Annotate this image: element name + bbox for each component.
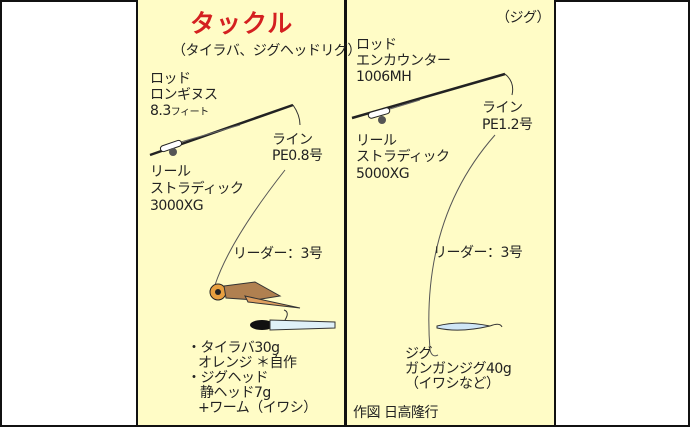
- jighead-worm-icon: [250, 309, 336, 331]
- right-reel-model: 5000XG: [356, 166, 410, 182]
- right-leader: リーダー：3号: [433, 245, 523, 261]
- right-rod-model: 1006MH: [356, 69, 412, 85]
- right-line-value: PE1.2号: [482, 117, 533, 133]
- right-reel-name: ストラディック: [356, 149, 450, 165]
- left-reel-model: 3000XG: [150, 198, 204, 214]
- panel-divider: [344, 0, 347, 425]
- lure1-line1: ・タイラバ30g: [187, 340, 280, 356]
- left-line: [292, 104, 301, 126]
- left-leader: リーダー：3号: [233, 246, 323, 262]
- diagram-title: タックル: [190, 9, 294, 38]
- jig-label: ジグ: [405, 346, 433, 362]
- right-line-lower: [428, 134, 496, 357]
- left-line-label: ライン: [272, 132, 313, 148]
- right-rod-icon: [351, 72, 506, 124]
- lure2-line1: ・ジグヘッド: [187, 370, 269, 386]
- left-subtitle: （タイラバ、ジグヘッドリグ）: [172, 43, 361, 59]
- left-rod-name: ロンギヌス: [150, 87, 218, 103]
- lure1-line2: オレンジ ＊自作: [198, 355, 297, 371]
- tairaba-lure-icon: [209, 281, 301, 309]
- lure2-line2: 静ヘッド7g: [200, 385, 271, 401]
- jig-note: （イワシなど）: [405, 376, 500, 392]
- lure2-line3: +ワーム（イワシ）: [198, 400, 317, 416]
- right-line: [504, 73, 514, 96]
- credit: 作図 日高隆行: [353, 405, 438, 421]
- left-line-lower: [214, 169, 286, 286]
- left-rod-length: 8.3フィート: [150, 103, 209, 119]
- jig-name: ガンガンジグ40g: [405, 361, 512, 377]
- right-rod-label: ロッド: [356, 37, 397, 53]
- right-reel-label: リール: [356, 133, 397, 149]
- metal-jig-icon: [436, 322, 503, 331]
- left-reel-label: リール: [150, 164, 191, 180]
- right-subtitle: （ジグ）: [496, 10, 551, 26]
- left-rod-icon: [149, 103, 294, 157]
- left-reel-name: ストラディック: [150, 181, 244, 197]
- left-rod-label: ロッド: [150, 71, 191, 87]
- left-line-value: PE0.8号: [272, 148, 323, 164]
- right-line-label: ライン: [482, 100, 523, 116]
- right-rod-name: エンカウンター: [356, 53, 451, 69]
